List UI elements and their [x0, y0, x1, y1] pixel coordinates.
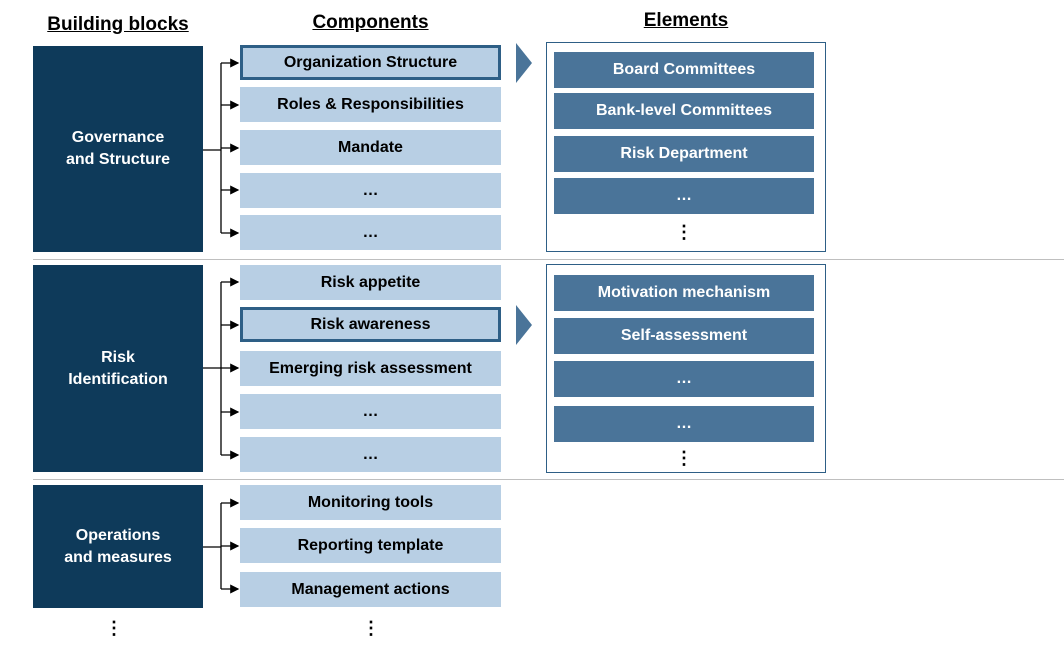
- elements-more-indicator: ⋮: [675, 448, 693, 468]
- building-block-operations: Operations and measures: [33, 485, 203, 608]
- more-components-indicator: ⋮: [362, 618, 380, 638]
- component-management-actions[interactable]: Management actions: [240, 572, 501, 607]
- element-board-committees[interactable]: Board Committees: [554, 52, 814, 88]
- elements-more-indicator: ⋮: [675, 222, 693, 242]
- component-organization-structure[interactable]: Organization Structure: [240, 45, 501, 80]
- building-block-risk-identification: Risk Identification: [33, 265, 203, 472]
- chevron-arrow-icon: [516, 305, 532, 345]
- element-motivation-mechanism[interactable]: Motivation mechanism: [554, 275, 814, 311]
- element-more[interactable]: …: [554, 361, 814, 397]
- building-block-governance: Governance and Structure: [33, 46, 203, 252]
- component-risk-awareness[interactable]: Risk awareness: [240, 307, 501, 342]
- element-self-assessment[interactable]: Self-assessment: [554, 318, 814, 354]
- component-emerging-risk-assessment[interactable]: Emerging risk assessment: [240, 351, 501, 386]
- element-bank-level-committees[interactable]: Bank-level Committees: [554, 93, 814, 129]
- component-roles-responsibilities[interactable]: Roles & Responsibilities: [240, 87, 501, 122]
- component-more[interactable]: …: [240, 437, 501, 472]
- component-monitoring-tools[interactable]: Monitoring tools: [240, 485, 501, 520]
- header-components: Components: [312, 12, 429, 33]
- element-more[interactable]: …: [554, 178, 814, 214]
- section-separator: [33, 479, 1064, 480]
- header-building-blocks: Building blocks: [47, 14, 189, 35]
- element-more[interactable]: …: [554, 406, 814, 442]
- component-more[interactable]: …: [240, 173, 501, 208]
- component-mandate[interactable]: Mandate: [240, 130, 501, 165]
- element-risk-department[interactable]: Risk Department: [554, 136, 814, 172]
- more-blocks-indicator: ⋮: [105, 618, 123, 638]
- chevron-arrow-icon: [516, 43, 532, 83]
- section-separator: [33, 259, 1064, 260]
- component-more[interactable]: …: [240, 215, 501, 250]
- component-reporting-template[interactable]: Reporting template: [240, 528, 501, 563]
- component-more[interactable]: …: [240, 394, 501, 429]
- component-risk-appetite[interactable]: Risk appetite: [240, 265, 501, 300]
- header-elements: Elements: [643, 10, 729, 31]
